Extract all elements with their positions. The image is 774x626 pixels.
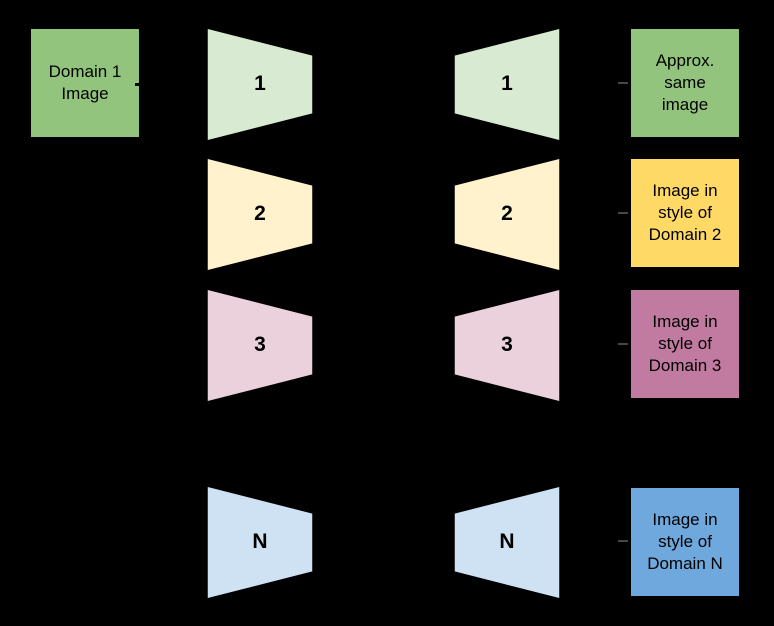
decoder-n-shape — [453, 485, 561, 600]
encoder-3-shape — [206, 288, 314, 403]
encoder-1-shape — [206, 27, 314, 142]
arrowhead-mark-row3 — [618, 343, 628, 345]
arrow-start-mark — [135, 83, 140, 86]
decoder-2-label: 2 — [501, 202, 513, 225]
decoder-1-label: 1 — [501, 72, 513, 95]
output-box-domain-3: Image in style of Domain 3 — [630, 289, 740, 399]
arrowhead-mark-row2 — [618, 212, 628, 214]
output-box-same-image: Approx. same image — [630, 28, 740, 138]
output-box-domain-2: Image in style of Domain 2 — [630, 158, 740, 268]
encoder-n-label: N — [252, 530, 268, 553]
encoder-3-label: 3 — [254, 333, 266, 356]
encoder-1-label: 1 — [254, 72, 266, 95]
arrowhead-mark-row4 — [618, 540, 628, 542]
decoder-n-label: N — [499, 530, 515, 553]
decoder-3-label: 3 — [501, 333, 513, 356]
input-image-box: Domain 1 Image — [30, 28, 140, 138]
encoder-2-shape — [206, 157, 314, 272]
decoder-2-shape — [453, 157, 561, 272]
arrowhead-mark-row1 — [618, 82, 628, 84]
decoder-3-shape — [453, 288, 561, 403]
encoder-2-label: 2 — [254, 202, 266, 225]
encoder-n-shape — [206, 485, 314, 600]
decoder-1-shape — [453, 27, 561, 142]
output-box-domain-n: Image in style of Domain N — [630, 487, 740, 597]
